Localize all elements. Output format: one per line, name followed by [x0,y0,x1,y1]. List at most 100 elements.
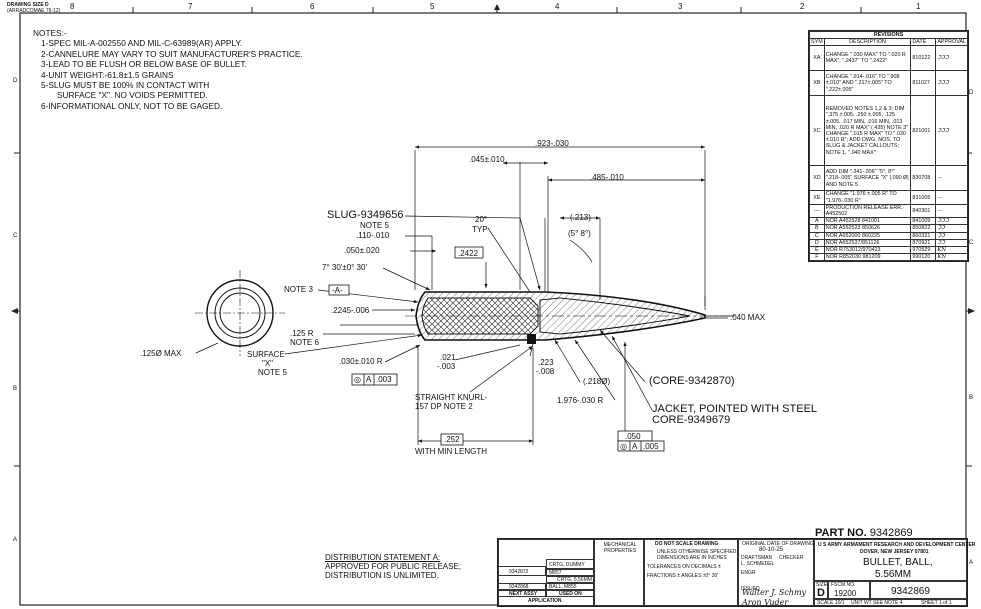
title-block: 9342872 CRTG, DUMMY M857 CRTG, 5.56MM 93… [497,538,975,607]
rev-date: 990120 [910,253,937,262]
agency-location: DOVER, NEW JERSEY 07801 [860,549,929,555]
dim-typ: TYP [472,225,488,234]
dim-slug-offset: .110-.010 [356,231,390,240]
rev-desc: CHANGE ".914-.016" TO ".908 ±.010" AND "… [823,70,912,97]
rev-header-approval: APPROVAL [935,38,968,47]
dim-body-dia-box: .2422 [458,249,479,258]
rev-header-date: DATE [910,38,937,47]
fcf2-tolerance: .005 [643,442,659,451]
label-min-length: WITH MIN LENGTH [415,447,487,456]
drafting-block: ORIGINAL DATE OF DRAWING 80-10-25 DRAFTS… [738,539,814,607]
orig-date-label: ORIGINAL DATE OF DRAWING [742,541,814,547]
draftsman-label: DRAFTSMAN [741,555,773,561]
bullet-section [405,291,735,344]
dim-base-angle: 7° 30'±0° 30' [322,263,367,272]
rev-desc: CHANGE ".030 MAX" TO ".020 R MAX". ".243… [823,45,912,72]
orig-date: 80-10-25 [759,547,784,553]
part-no-label: PART NO. [815,527,867,539]
label-note5a: NOTE 5 [360,221,389,230]
rev-desc: ADD DIM ".341-.006" "5°, 8°" ".218-.005"… [823,165,912,192]
fcf2-symbol: ◎ [620,442,627,451]
dim-groove-tol: -.003 [437,362,456,371]
dim-angle-58: (5° 8°) [568,229,591,238]
dim-groove2: .223 [538,358,554,367]
zone-left-c: C [13,233,18,239]
used-1b-cell: M857 [546,569,594,576]
dim-ogive-dia: (.213) [570,213,591,222]
dim-groove2-tol: -.008 [536,367,555,376]
note-5-cont: SURFACE "X". NO VOIDS PERMITTED. [57,90,208,101]
note-6: 6-INFORMATIONAL ONLY, NOT TO BE GAGED. [41,100,223,111]
used-on-header-cell: USED ON [546,590,594,597]
distribution-line-3: DISTRIBUTION IS UNLIMITED. [325,571,439,580]
zone-right-d: D [969,90,974,96]
revisions-table: REVISIONS SYM DESCRIPTION DATE APPROVAL … [808,30,969,263]
application-label: APPLICATION [528,598,562,604]
rev-approval: KN [935,253,968,262]
used-1a-cell: CRTG, DUMMY [546,559,594,569]
used-on-2: BALL, M855 [549,584,577,590]
next-assy-2: 9342868 [509,584,529,590]
dim-base-radius-2: .030±.010 R [339,357,383,366]
notes-block: NOTES:- 1-SPEC MIL-A-002550 AND MIL-C-63… [33,28,303,111]
dim-core-dia: (.218Ø) [583,377,611,386]
label-surface: SURFACE [247,350,285,359]
signature-1: Walter J. Schmy [742,588,807,597]
sheet-label: SHEET 1 of 1 [921,600,952,606]
used-on-1a: CRTG, DUMMY [549,562,585,568]
draftsman-name: L. SCHMEDEL [741,561,775,567]
label-jacket-2: CORE-9349679 [652,414,731,426]
fscm-label: FSCM NO. [831,582,856,588]
distribution-line-2: APPROVED FOR PUBLIC RELEASE; [325,562,462,571]
zone-right-c: C [969,240,974,246]
unless-label: UNLESS OTHERWISE SPECIFIED [657,549,737,555]
size-value: D [817,587,825,599]
dim-base-radius: .125 R [290,329,314,338]
notes-title: NOTES:- [33,28,67,38]
rev-approval: — [935,165,968,192]
zone-left-b: B [13,386,18,392]
fcf1-tolerance: .003 [376,375,392,384]
title-area: U S ARMY ARMAMENT RESEARCH AND DEVELOPME… [814,539,975,581]
dim-ogive-length: .485-.010 [590,173,624,182]
dim-base-dia: .2245-.006 [331,306,370,315]
note-5: 5-SLUG MUST BE 100% IN CONTACT WITH [41,80,210,91]
mech-props-area: MECHANICAL PROPERTIES [594,539,644,606]
tolerance-block: DO NOT SCALE DRAWING UNLESS OTHERWISE SP… [644,539,738,606]
zone-top-8: 8 [70,2,75,11]
rev-date: 850822 [910,224,937,233]
label-surface-x: "X" [262,359,274,368]
drawing-size-sub: (ARRADCOMAE 76-12) [7,8,61,14]
rev-date: 860321 [910,231,937,240]
drawing-size-label: DRAWING SIZE D [7,2,49,8]
issued-label: ISSUED [741,586,760,592]
datum-a: -A- [332,286,343,295]
engr-label: ENGR [741,570,756,576]
dim-knurl-pos: .045±.010 [469,155,505,164]
dim-groove: .021 [440,353,456,362]
label-core: (CORE-9342870) [649,375,735,387]
used-on-1b: M857 [549,570,562,576]
next-assy-header-cell: NEXT ASSY [498,590,546,597]
zone-top-5: 5 [430,2,435,11]
dim-length-252: .252 [444,435,460,444]
assy-1-cell: 9342872 [498,566,546,576]
no-scale-label: DO NOT SCALE DRAWING [655,541,719,547]
size-cell: SIZE D [814,581,828,599]
label-knurl-2: 157 DP NOTE 2 [415,402,473,411]
dim-angle-20: 20° [475,215,488,224]
label-knurl-1: STRAIGHT KNURL- [415,393,488,402]
zone-top-6: 6 [310,2,315,11]
rev-approval: ℑℑℑ [935,45,968,72]
dim-tip-max: .040 MAX [730,313,766,322]
zone-top-3: 3 [678,2,683,11]
label-jacket-1: JACKET, POINTED WITH STEEL [652,403,818,415]
rev-approval: ℑℑ [935,224,968,233]
